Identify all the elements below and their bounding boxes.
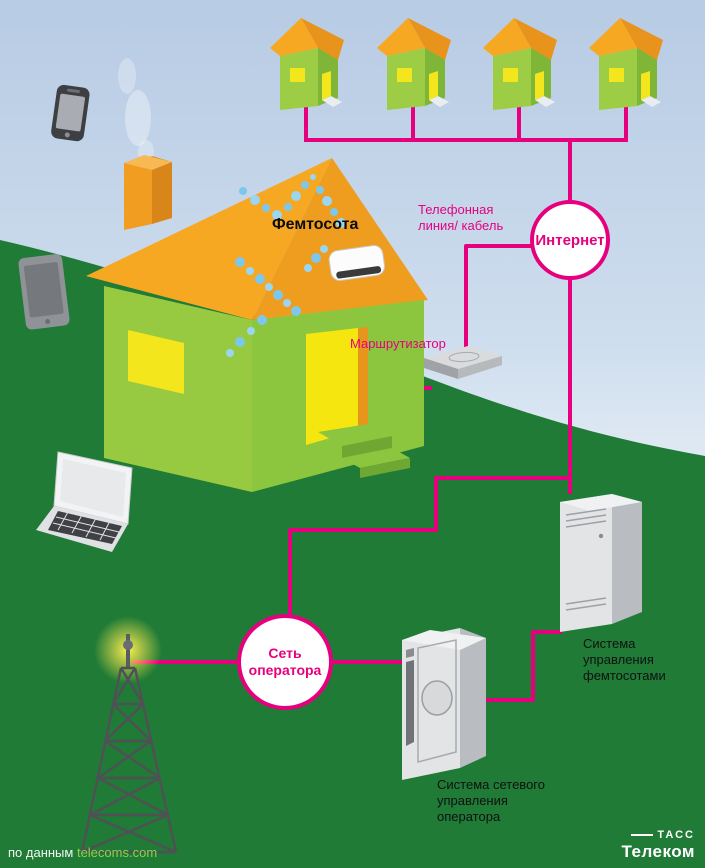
small-house-1 <box>270 18 344 110</box>
femto-management-label-line3: фемтосотами <box>583 667 666 683</box>
source-prefix: по данным <box>8 845 77 860</box>
femtocell-device <box>328 245 386 281</box>
tablet-icon <box>18 254 70 330</box>
operator-node-label-line2: оператора <box>248 662 322 678</box>
logo-top-row: ТАСС <box>621 829 695 841</box>
femto-management-label: Система управления фемтосотами <box>583 636 666 684</box>
chimney-smoke <box>118 58 154 164</box>
network-management-label: Система сетевого управления оператора <box>437 777 545 825</box>
femto-management-label-line2: управления <box>583 651 654 667</box>
phone-line-label-line1: Телефонная <box>418 202 494 217</box>
logo-tass-text: ТАСС <box>657 829 695 841</box>
femto-management-server <box>560 494 642 632</box>
main-house <box>86 155 428 492</box>
network-management-label-line2: управления <box>437 792 508 808</box>
router-label: Маршрутизатор <box>350 336 446 351</box>
signal-waves <box>226 174 346 357</box>
network-management-cabinet <box>402 628 486 780</box>
source-credit: по данным telecoms.com <box>8 845 157 860</box>
laptop-icon <box>36 451 133 552</box>
internet-node-label: Интернет <box>535 231 605 249</box>
small-house-3 <box>483 18 557 110</box>
router-device <box>424 346 502 379</box>
phone-line-label: Телефонная линия/ кабель <box>418 202 503 234</box>
internet-node: Интернет <box>530 200 610 280</box>
phone-line-label-line2: линия/ кабель <box>418 217 504 233</box>
source-link[interactable]: telecoms.com <box>76 845 158 860</box>
tass-telecom-logo: ТАСС Телеком <box>621 829 695 862</box>
smartphone-icon <box>51 84 90 142</box>
operator-node-label-line1: Сеть <box>268 644 302 661</box>
operator-network-node: Сеть оператора <box>237 614 333 710</box>
small-house-4 <box>589 18 663 110</box>
logo-telecom-text: Телеком <box>621 842 695 861</box>
femtocell-label: Фемтосота <box>272 216 359 233</box>
neighbour-houses <box>270 18 663 110</box>
logo-dash <box>631 834 654 836</box>
cell-tower <box>80 616 178 854</box>
network-management-label-line3: оператора <box>437 808 501 824</box>
femto-management-label-line1: Система <box>583 636 636 651</box>
network-management-label-line1: Система сетевого <box>437 777 545 792</box>
small-house-2 <box>377 18 451 110</box>
